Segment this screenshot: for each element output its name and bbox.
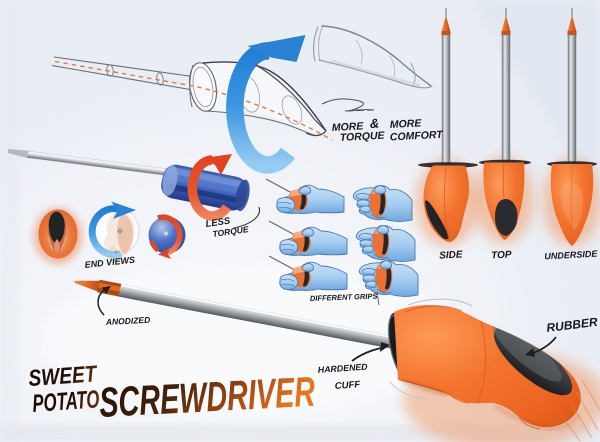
svg-text:COMFORT: COMFORT bbox=[390, 129, 445, 144]
svg-text:SCREWDRIVER: SCREWDRIVER bbox=[98, 368, 317, 426]
svg-text:SWEET: SWEET bbox=[28, 360, 99, 391]
svg-text:MORE: MORE bbox=[390, 117, 423, 131]
svg-text:❖: ❖ bbox=[114, 250, 119, 256]
svg-text:&: & bbox=[369, 116, 379, 131]
svg-text:SIDE: SIDE bbox=[439, 249, 463, 261]
svg-text:ANODIZED: ANODIZED bbox=[105, 315, 151, 327]
svg-text:❖: ❖ bbox=[116, 227, 123, 236]
svg-text:HARDENED: HARDENED bbox=[317, 361, 368, 374]
svg-text:RUBBER: RUBBER bbox=[546, 315, 599, 335]
svg-text:❖: ❖ bbox=[163, 231, 169, 238]
svg-text:MORE: MORE bbox=[332, 120, 365, 134]
svg-text:TOP: TOP bbox=[491, 249, 512, 261]
svg-text:TORQUE: TORQUE bbox=[340, 130, 386, 144]
svg-text:UNDERSIDE: UNDERSIDE bbox=[544, 249, 598, 262]
svg-text:CUFF: CUFF bbox=[334, 379, 360, 392]
svg-text:POTATO: POTATO bbox=[31, 385, 100, 418]
svg-text:LESS: LESS bbox=[205, 216, 232, 230]
svg-text:DIFFERENT GRIPS: DIFFERENT GRIPS bbox=[310, 292, 378, 303]
